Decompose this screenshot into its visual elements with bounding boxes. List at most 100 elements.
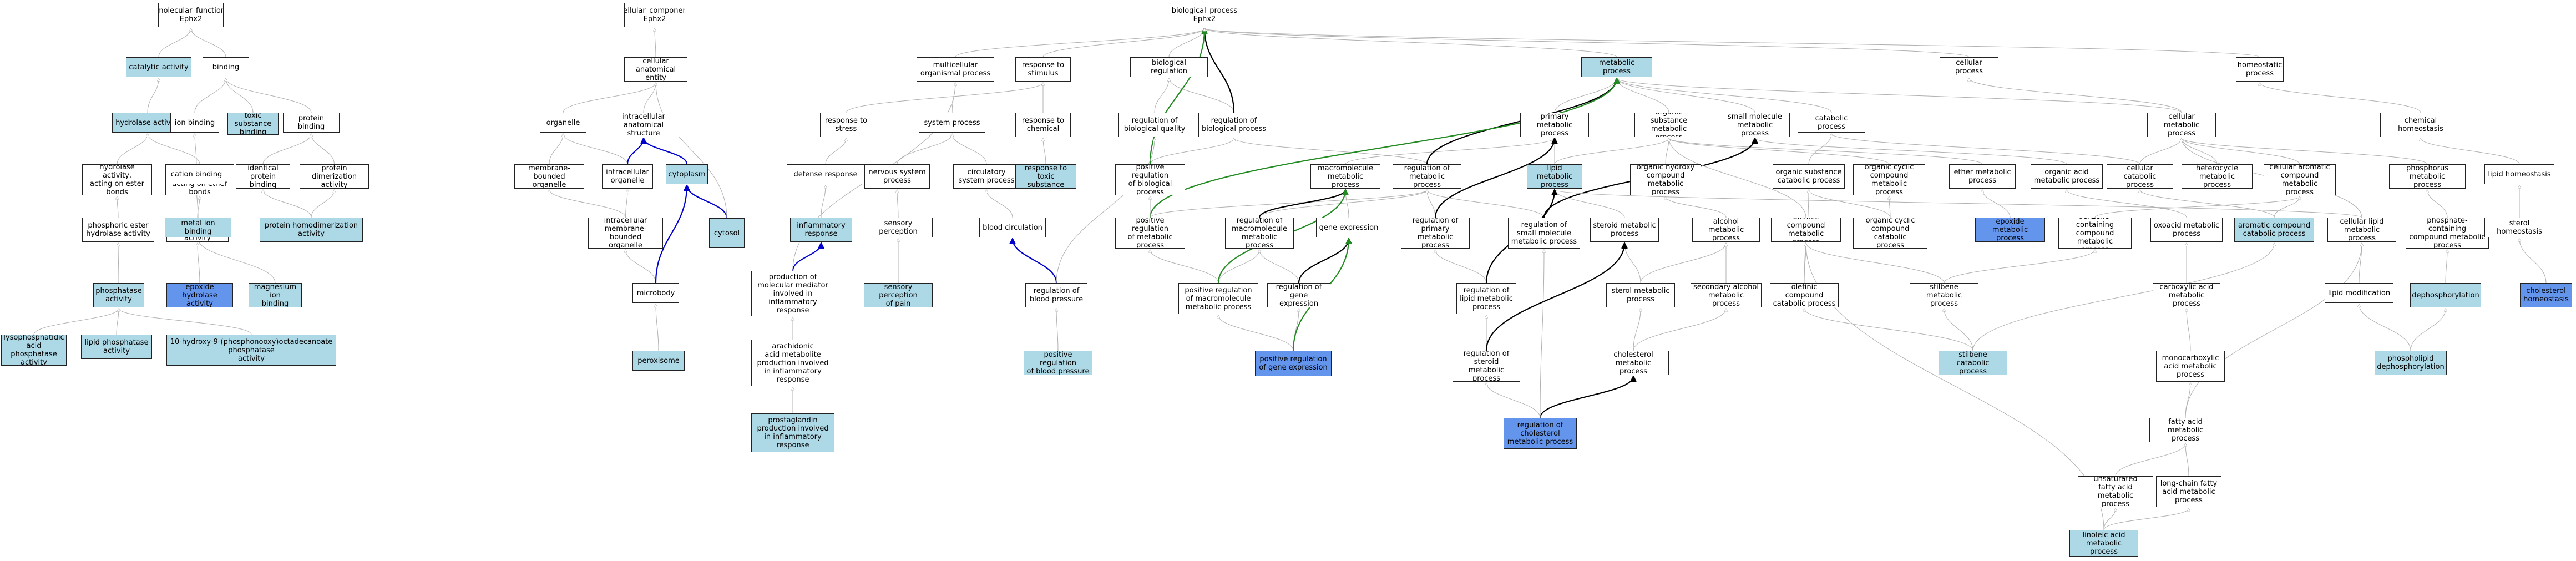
node-sterol-metabolic-process[interactable]: sterol metabolic process: [1606, 283, 1675, 307]
node-primary-metabolic-process[interactable]: primary metabolic process: [1520, 113, 1589, 137]
node-arachidonic-acid-metabolite[interactable]: arachidonic acid metabolite production i…: [751, 340, 834, 386]
node-small-molecule-metabolic-process[interactable]: small molecule metabolic process: [1720, 113, 1790, 137]
node-intracellular-membrane-bounded-organelle[interactable]: intracellular membrane-bounded organelle: [588, 218, 663, 249]
node-regulation-of-cholesterol-metabolic-process[interactable]: regulation of cholesterol metabolic proc…: [1504, 418, 1577, 449]
node-cytoplasm[interactable]: cytoplasm: [666, 164, 708, 184]
node-metabolic-process[interactable]: metabolic process: [1581, 57, 1652, 77]
node-regulation-of-biological-quality[interactable]: regulation of biological quality: [1118, 113, 1191, 137]
node-olefinic-compound-metabolic-process[interactable]: olefinic compound metabolic process: [1771, 218, 1841, 242]
node-linoleic-acid-metabolic-process[interactable]: linoleic acid metabolic process: [2069, 530, 2138, 557]
node-positive-regulation-of-blood-pressure[interactable]: positive regulation of blood pressure: [1024, 351, 1092, 375]
node-magnesium-ion-binding[interactable]: magnesium ion binding: [249, 283, 302, 307]
node-lipid-homeostasis[interactable]: lipid homeostasis: [2484, 164, 2554, 184]
node-multicellular-organismal-process[interactable]: multicellular organismal process: [917, 57, 994, 82]
node-regulation-of-primary-metabolic-process[interactable]: regulation of primary metabolic process: [1401, 218, 1470, 249]
node-cellular-metabolic-process[interactable]: cellular metabolic process: [2147, 113, 2216, 137]
node-homeostatic-process[interactable]: homeostatic process: [2236, 57, 2284, 82]
node-oxoacid-metabolic-process[interactable]: oxoacid metabolic process: [2150, 218, 2223, 242]
node-steroid-metabolic-process[interactable]: steroid metabolic process: [1590, 218, 1659, 242]
node-hydrolase-ester[interactable]: hydrolase activity, acting on ester bond…: [82, 164, 152, 195]
node-stilbene-metabolic-process[interactable]: stilbene metabolic process: [1910, 283, 1978, 307]
node-organic-cyclic-compound-metabolic-process[interactable]: organic cyclic compound metabolic proces…: [1853, 164, 1925, 195]
node-regulation-of-small-molecule-metabolic-process[interactable]: regulation of small molecule metabolic p…: [1508, 218, 1580, 249]
node-positive-regulation-of-gene-expression[interactable]: positive regulation of gene expression: [1255, 351, 1332, 376]
node-response-to-stress[interactable]: response to stress: [820, 113, 872, 137]
node-regulation-of-steroid-metabolic-process[interactable]: regulation of steroid metabolic process: [1453, 351, 1520, 382]
node-secondary-alcohol-metabolic-process[interactable]: secondary alcohol metabolic process: [1691, 283, 1762, 307]
node-organic-substance-catabolic-process[interactable]: organic substance catabolic process: [1773, 164, 1845, 189]
node-molecular-function[interactable]: molecular_function Ephx2: [158, 3, 224, 27]
node-regulation-of-metabolic-process[interactable]: regulation of metabolic process: [1393, 164, 1461, 189]
node-lipid-phosphatase[interactable]: lipid phosphatase activity: [81, 335, 152, 359]
node-positive-regulation-of-biological-process[interactable]: positive regulation of biological proces…: [1115, 164, 1185, 195]
node-monocarboxylic-acid-metabolic-process[interactable]: monocarboxylic acid metabolic process: [2156, 351, 2225, 382]
node-protein-homodimerization[interactable]: protein homodimerization activity: [260, 218, 363, 242]
node-response-to-stimulus[interactable]: response to stimulus: [1015, 57, 1071, 82]
node-lipid-metabolic-process[interactable]: lipid metabolic process: [1527, 164, 1582, 189]
node-microbody[interactable]: microbody: [632, 283, 679, 303]
node-heterocycle-metabolic-process[interactable]: heterocycle metabolic process: [2182, 164, 2253, 189]
node-cytosol[interactable]: cytosol: [709, 218, 745, 248]
node-protein-binding[interactable]: protein binding: [283, 113, 340, 133]
node-phosphate-containing-compound-metabolic-process[interactable]: phosphate-containing compound metabolic …: [2406, 218, 2489, 249]
node-cholesterol-homeostasis[interactable]: cholesterol homeostasis: [2520, 283, 2572, 307]
node-catabolic-process[interactable]: catabolic process: [1798, 113, 1865, 133]
node-circulatory-system-process[interactable]: circulatory system process: [953, 164, 1020, 189]
node-response-to-chemical[interactable]: response to chemical: [1015, 113, 1071, 137]
node-system-process[interactable]: system process: [919, 113, 985, 133]
node-regulation-of-macromolecule-metabolic-process[interactable]: regulation of macromolecule metabolic pr…: [1225, 218, 1294, 249]
node-regulation-of-gene-expression[interactable]: regulation of gene expression: [1267, 283, 1330, 307]
node-organic-substance-metabolic-process[interactable]: organic substance metabolic process: [1634, 113, 1703, 137]
node-ether-metabolic-process[interactable]: ether metabolic process: [1949, 164, 2016, 189]
node-sensory-perception-of-pain[interactable]: sensory perception of pain: [864, 283, 933, 307]
node-sensory-perception[interactable]: sensory perception: [864, 218, 933, 237]
node-cellular-catabolic-process[interactable]: cellular catabolic process: [2107, 164, 2173, 189]
node-phosphoric-ester[interactable]: phosphoric ester hydrolase activity: [82, 218, 154, 242]
node-prostaglandin-production[interactable]: prostaglandin production involved in inf…: [751, 413, 834, 452]
node-lysophosphatidic[interactable]: lysophosphatidic acid phosphatase activi…: [1, 335, 67, 366]
node-inflammatory-response[interactable]: inflammatory response: [790, 218, 852, 242]
node-biological-regulation[interactable]: biological regulation: [1130, 57, 1208, 77]
node-ion-binding[interactable]: ion binding: [170, 113, 219, 133]
node-cellular-lipid-metabolic-process[interactable]: cellular lipid metabolic process: [2327, 218, 2396, 242]
node-regulation-of-blood-pressure[interactable]: regulation of blood pressure: [1025, 283, 1087, 307]
node-phosphorus-metabolic-process[interactable]: phosphorus metabolic process: [2389, 164, 2466, 189]
node-positive-regulation-of-metabolic-process[interactable]: positive regulation of metabolic process: [1115, 218, 1185, 249]
node-cation-binding[interactable]: cation binding: [168, 164, 225, 184]
node-phosphatase-activity[interactable]: phosphatase activity: [93, 283, 144, 307]
node-cellular-aromatic-compound-metabolic-process[interactable]: cellular aromatic compound metabolic pro…: [2264, 164, 2336, 195]
node-cellular-component[interactable]: cellular_component Ephx2: [624, 3, 685, 27]
node-blood-circulation[interactable]: blood circulation: [979, 218, 1046, 237]
node-organic-cyclic-compound-catabolic-process[interactable]: organic cyclic compound catabolic proces…: [1853, 218, 1927, 249]
node-regulation-of-lipid-metabolic-process[interactable]: regulation of lipid metabolic process: [1456, 283, 1516, 314]
node-toxic-substance-binding[interactable]: toxic substance binding: [227, 113, 279, 135]
node-peroxisome[interactable]: peroxisome: [632, 351, 685, 371]
node-sterol-homeostasis[interactable]: sterol homeostasis: [2484, 218, 2554, 237]
node-long-chain-fatty-acid-metabolic-process[interactable]: long-chain fatty acid metabolic process: [2156, 476, 2221, 507]
node-alcohol-metabolic-process[interactable]: alcohol metabolic process: [1692, 218, 1760, 242]
node-catalytic-activity[interactable]: catalytic activity: [126, 57, 191, 77]
node-gene-expression[interactable]: gene expression: [1316, 218, 1381, 237]
node-response-to-toxic-substance[interactable]: response to toxic substance: [1015, 164, 1076, 189]
node-epoxide-metabolic-process[interactable]: epoxide metabolic process: [1975, 218, 2045, 242]
node-cellular-process[interactable]: cellular process: [1940, 57, 1998, 77]
node-metal-ion-binding[interactable]: metal ion binding: [165, 218, 231, 237]
node-cholesterol-metabolic-process[interactable]: cholesterol metabolic process: [1598, 351, 1669, 375]
node-hydroxy-phosphonooxy[interactable]: 10-hydroxy-9-(phosphonooxy)octadecanoate…: [166, 335, 336, 366]
node-binding[interactable]: binding: [203, 57, 249, 77]
node-aromatic-compound-catabolic-process[interactable]: aromatic compound catabolic process: [2234, 218, 2314, 242]
node-unsaturated-fatty-acid-metabolic-process[interactable]: unsaturated fatty acid metabolic process: [2078, 476, 2153, 507]
node-carboxylic-acid-metabolic-process[interactable]: carboxylic acid metabolic process: [2153, 283, 2220, 307]
node-regulation-of-biological-process[interactable]: regulation of biological process: [1198, 113, 1269, 137]
node-dephosphorylation[interactable]: dephosphorylation: [2410, 283, 2481, 307]
node-organic-acid-metabolic-process[interactable]: organic acid metabolic process: [2031, 164, 2103, 189]
node-nervous-system-process[interactable]: nervous system process: [864, 164, 930, 189]
node-organic-hydroxy-compound-metabolic-process[interactable]: organic hydroxy compound metabolic proce…: [1630, 164, 1701, 195]
node-biological-process[interactable]: biological_process Ephx2: [1172, 3, 1237, 27]
node-production-of-molecular-mediator[interactable]: production of molecular mediator involve…: [751, 271, 834, 316]
node-protein-dimerization[interactable]: protein dimerization activity: [300, 164, 369, 189]
node-positive-regulation-of-macromolecule-metabolic-process[interactable]: positive regulation of macromolecule met…: [1178, 283, 1258, 314]
node-epoxide-hydrolase-activity[interactable]: epoxide hydrolase activity: [166, 283, 233, 307]
node-olefinic-compound-catabolic-process[interactable]: olefinic compound catabolic process: [1770, 283, 1839, 307]
node-intracellular-organelle[interactable]: intracellular organelle: [602, 164, 653, 189]
